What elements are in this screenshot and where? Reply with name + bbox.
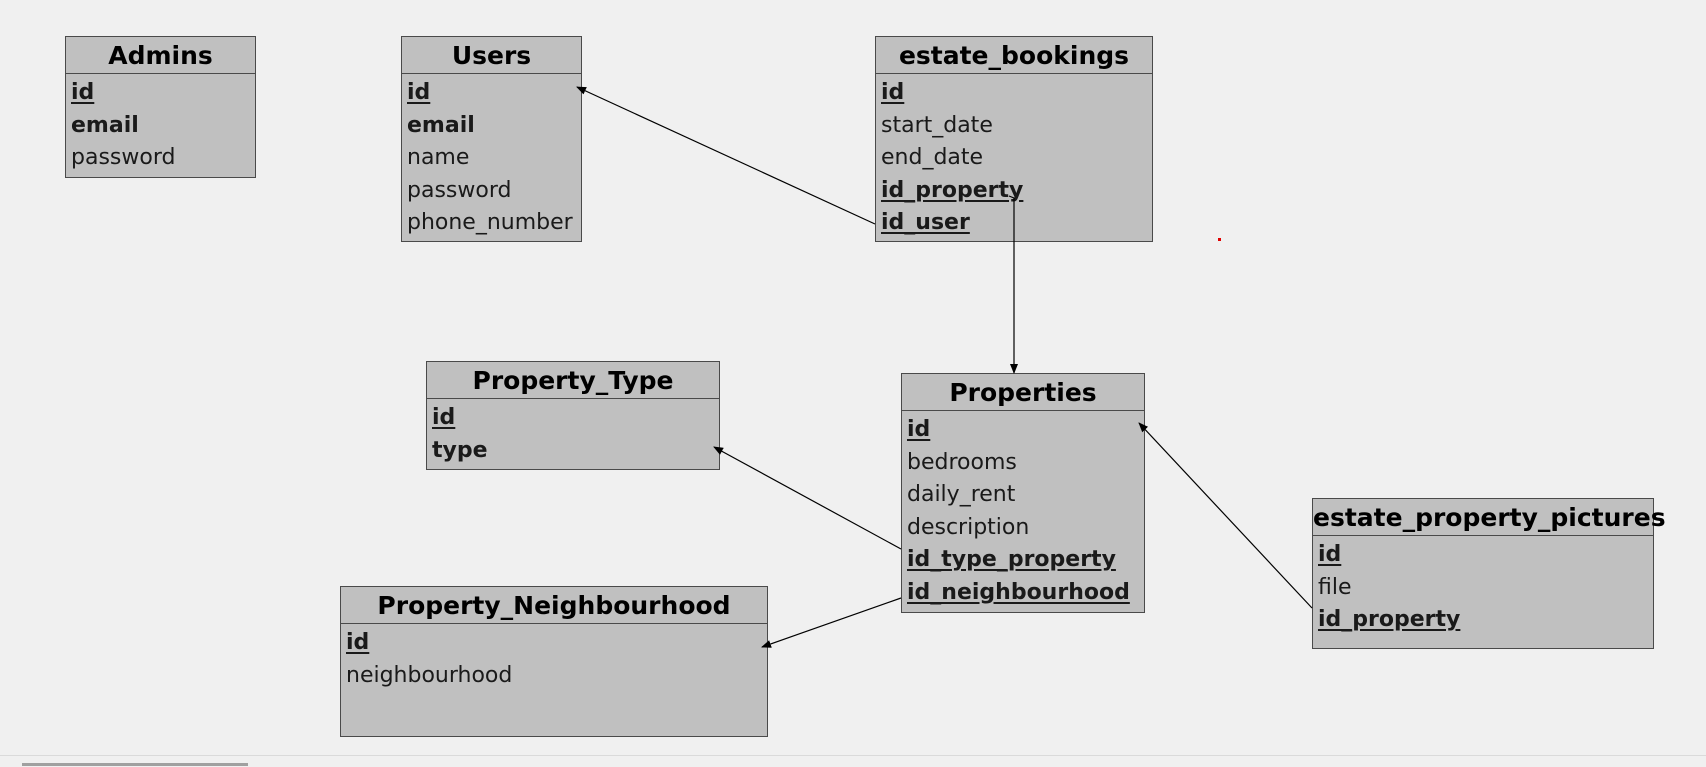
stray-red-dot (1218, 238, 1221, 241)
entity-field-list: id email name password phone_number (402, 74, 581, 240)
entity-field: end_date (881, 145, 984, 171)
relation-bookings-user-to-users (576, 86, 876, 225)
entity-title: Properties (902, 374, 1144, 411)
bottom-divider (0, 755, 1706, 756)
entity-title: Admins (66, 37, 255, 74)
entity-field: id (907, 417, 931, 442)
entity-users[interactable]: Users id email name password phone_number (401, 36, 582, 242)
entity-field: id_type_property (907, 547, 1116, 573)
entity-field-list: id email password (66, 74, 255, 175)
entity-title: Property_Neighbourhood (341, 587, 767, 624)
horizontal-scrollbar-thumb[interactable] (22, 763, 248, 766)
entity-field: email (407, 112, 475, 138)
relation-properties-neighbourhood-to-property-neighbourhood (761, 597, 902, 648)
entity-field: id_neighbourhood (907, 579, 1130, 605)
entity-field: id_user (881, 210, 970, 236)
entity-field: daily_rent (907, 482, 1016, 508)
entity-properties[interactable]: Properties id bedrooms daily_rent descriptio… (901, 373, 1145, 613)
entity-field-list: id neighbourhood (341, 624, 767, 692)
entity-field: start_date (881, 112, 993, 138)
entity-field: description (907, 514, 1030, 540)
relation-properties-type-to-property-type (713, 446, 902, 550)
entity-field: id (407, 80, 431, 105)
entity-field-list: id file id_property (1313, 536, 1653, 637)
relation-pictures-property-to-properties (1138, 422, 1313, 609)
entity-field: password (71, 145, 176, 171)
entity-field: id (346, 630, 370, 655)
entity-admins[interactable]: Admins id email password (65, 36, 256, 178)
entity-field: password (407, 177, 512, 203)
entity-field-list: id start_date end_date id_property id_user (876, 74, 1152, 240)
entity-field: id (432, 405, 456, 430)
entity-field-list: id type (427, 399, 719, 467)
entity-title: estate_property_pictures (1313, 499, 1666, 536)
entity-field: id (881, 80, 905, 105)
entity-field: id (71, 80, 95, 105)
entity-field: file (1318, 574, 1352, 600)
entity-title: Property_Type (427, 362, 719, 399)
entity-field: bedrooms (907, 449, 1017, 475)
entity-field: email (71, 112, 139, 138)
entity-field-list: id bedrooms daily_rent description id_type_p… (902, 411, 1144, 610)
entity-field: neighbourhood (346, 662, 513, 688)
entity-field: type (432, 437, 488, 463)
entity-title: estate_bookings (876, 37, 1152, 74)
entity-field: id_property (1318, 607, 1461, 633)
entity-field: name (407, 145, 470, 171)
entity-field: id_property (881, 177, 1024, 203)
entity-field: phone_number (407, 210, 573, 236)
entity-title: Users (402, 37, 581, 74)
entity-field: id (1318, 542, 1342, 567)
